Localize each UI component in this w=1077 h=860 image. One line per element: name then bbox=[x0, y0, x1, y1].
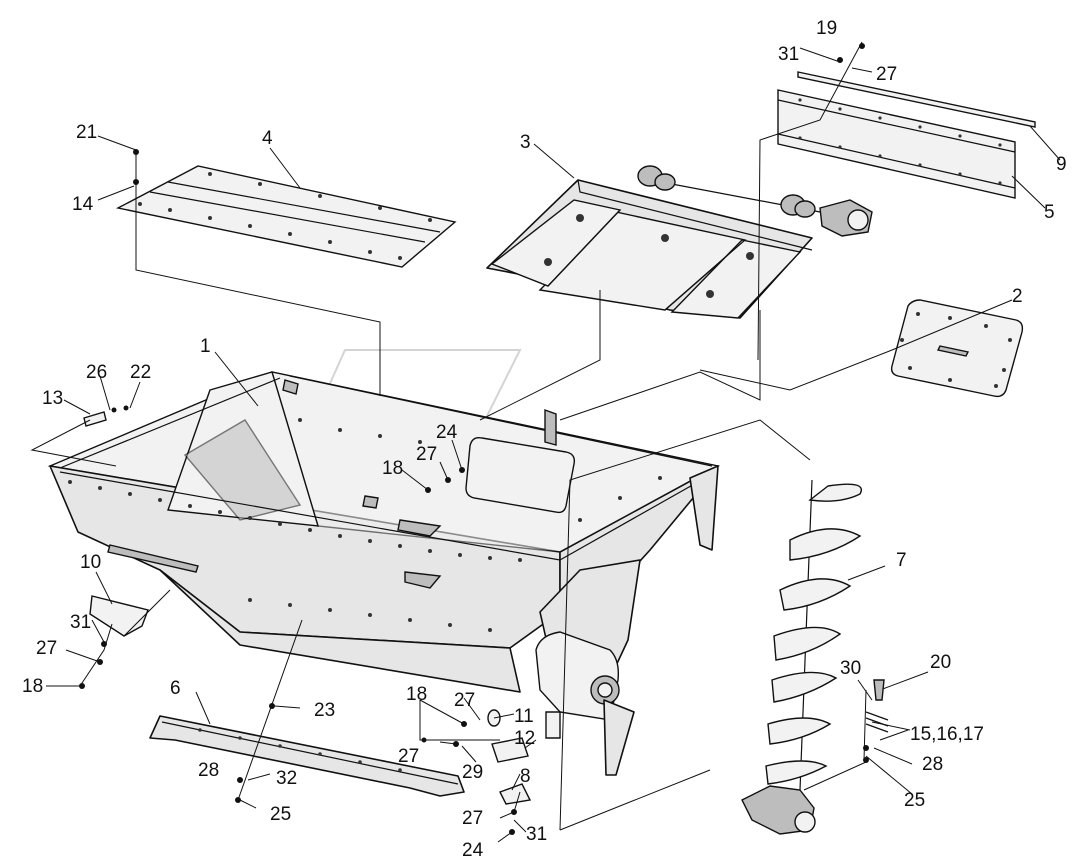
callout-10: 10 bbox=[80, 552, 101, 573]
callout-28-right: 28 bbox=[922, 754, 943, 775]
callout-29: 29 bbox=[462, 762, 483, 783]
callout-11: 11 bbox=[514, 706, 534, 727]
callout-30: 30 bbox=[840, 658, 861, 679]
rear-panel bbox=[777, 89, 1016, 199]
callout-26: 26 bbox=[86, 362, 107, 383]
callout-31-left: 31 bbox=[70, 612, 91, 633]
callout-24-mid: 24 bbox=[436, 422, 458, 443]
callout-18-low: 18 bbox=[406, 684, 427, 705]
callout-20: 20 bbox=[930, 652, 951, 673]
small-plate-12 bbox=[491, 737, 529, 763]
callout-4: 4 bbox=[262, 128, 273, 149]
callout-22: 22 bbox=[130, 362, 151, 383]
callout-labels: 19 31 27 9 5 3 4 21 14 2 1 26 22 13 24 2… bbox=[22, 18, 1067, 860]
callout-31-top: 31 bbox=[778, 44, 799, 65]
top-cover-plate bbox=[115, 165, 457, 268]
callout-14: 14 bbox=[72, 194, 94, 215]
callout-7: 7 bbox=[896, 550, 907, 571]
callout-23: 23 bbox=[314, 700, 335, 721]
callout-25-right: 25 bbox=[904, 790, 925, 811]
callout-13: 13 bbox=[42, 388, 63, 409]
callout-27-low: 27 bbox=[454, 690, 475, 711]
callout-27-top: 27 bbox=[876, 64, 897, 85]
callout-32: 32 bbox=[276, 768, 297, 789]
callout-12: 12 bbox=[514, 728, 535, 749]
callout-5: 5 bbox=[1044, 202, 1055, 223]
callout-27-bottom: 27 bbox=[462, 808, 483, 829]
fasteners bbox=[79, 43, 889, 835]
access-cover bbox=[890, 299, 1024, 398]
callout-24-bottom: 24 bbox=[462, 840, 484, 860]
leader-lines bbox=[30, 41, 1061, 843]
callout-15-16-17: 15,16,17 bbox=[910, 724, 984, 745]
callout-3: 3 bbox=[520, 132, 531, 153]
bracket-13 bbox=[83, 411, 107, 427]
callout-21: 21 bbox=[76, 122, 97, 143]
callout-19: 19 bbox=[816, 18, 837, 39]
auger-assembly bbox=[741, 479, 862, 835]
small-plate-10 bbox=[89, 595, 149, 637]
bottom-channel bbox=[149, 715, 465, 797]
callout-27-left: 27 bbox=[36, 638, 57, 659]
callout-27-low2: 27 bbox=[398, 746, 419, 767]
callout-31-bottom: 31 bbox=[526, 824, 547, 845]
callout-8: 8 bbox=[520, 766, 531, 787]
small-plate-8 bbox=[499, 783, 532, 805]
callout-28-left: 28 bbox=[198, 760, 219, 781]
sealing-strip bbox=[797, 71, 1036, 128]
callout-2: 2 bbox=[1012, 286, 1023, 307]
callout-25-left: 25 bbox=[270, 804, 291, 825]
top-lid-assembly bbox=[486, 165, 873, 319]
callout-1: 1 bbox=[200, 336, 211, 357]
callout-6: 6 bbox=[170, 678, 181, 699]
callout-9: 9 bbox=[1056, 154, 1067, 175]
callout-18-left: 18 bbox=[22, 676, 43, 697]
callout-27-mid: 27 bbox=[416, 444, 437, 465]
hopper-body bbox=[47, 371, 721, 776]
callout-18-mid: 18 bbox=[382, 458, 403, 479]
